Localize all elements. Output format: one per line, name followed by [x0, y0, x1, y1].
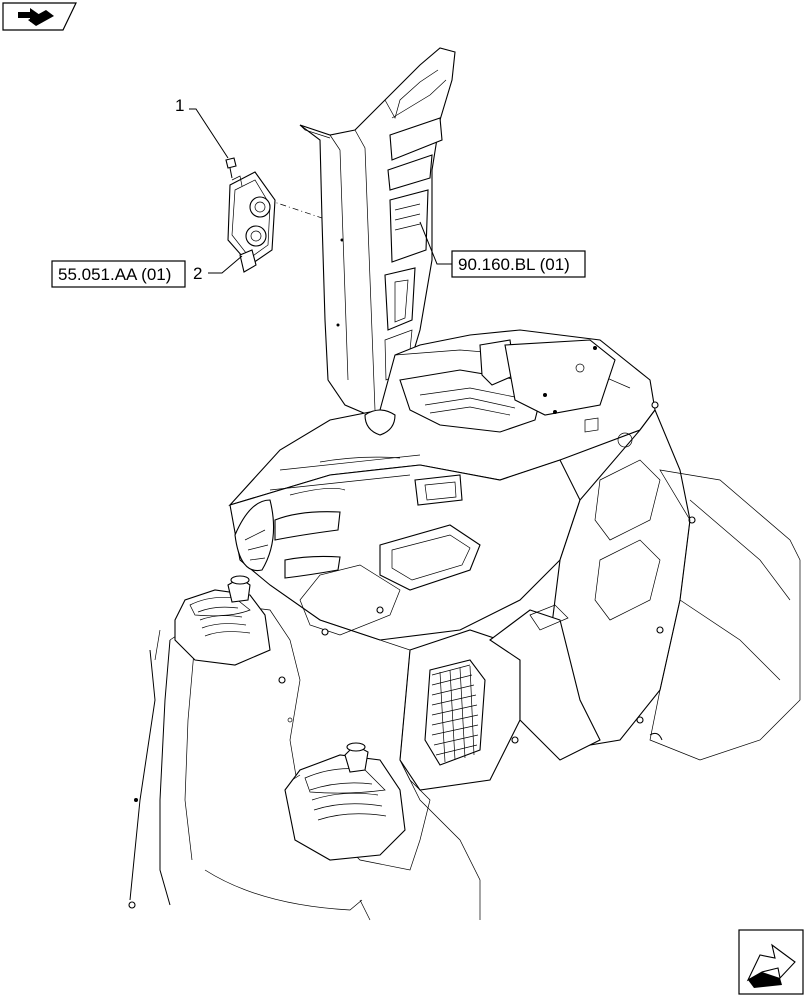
ref-55-051-aa[interactable]: 55.051.AA (01)	[51, 260, 186, 288]
assembly-centerline	[267, 199, 323, 219]
callout-1[interactable]: 1	[175, 96, 229, 159]
switch-module-part[interactable]	[227, 171, 276, 273]
ref-90-label: 90.160.BL (01)	[458, 255, 570, 274]
callout-2[interactable]: 2	[193, 255, 243, 283]
book-arrow-icon[interactable]	[2, 2, 77, 31]
joystick-left	[174, 575, 271, 666]
cab-console-body	[128, 329, 801, 921]
callout-1-leader	[189, 108, 229, 159]
screw-part[interactable]	[225, 157, 237, 179]
joystick-right	[284, 742, 406, 861]
callout-2-label: 2	[193, 264, 202, 283]
callout-1-label: 1	[175, 96, 184, 115]
ref-55-box	[51, 260, 186, 288]
cab-pillar	[299, 47, 456, 421]
callout-2-leader	[208, 255, 243, 274]
ref-90-leader	[419, 221, 452, 265]
next-page-arrow-icon[interactable]	[738, 929, 804, 995]
ref-55-label: 55.051.AA (01)	[58, 265, 171, 284]
ref-90-160-bl[interactable]: 90.160.BL (01)	[419, 221, 586, 278]
grille	[431, 664, 479, 763]
